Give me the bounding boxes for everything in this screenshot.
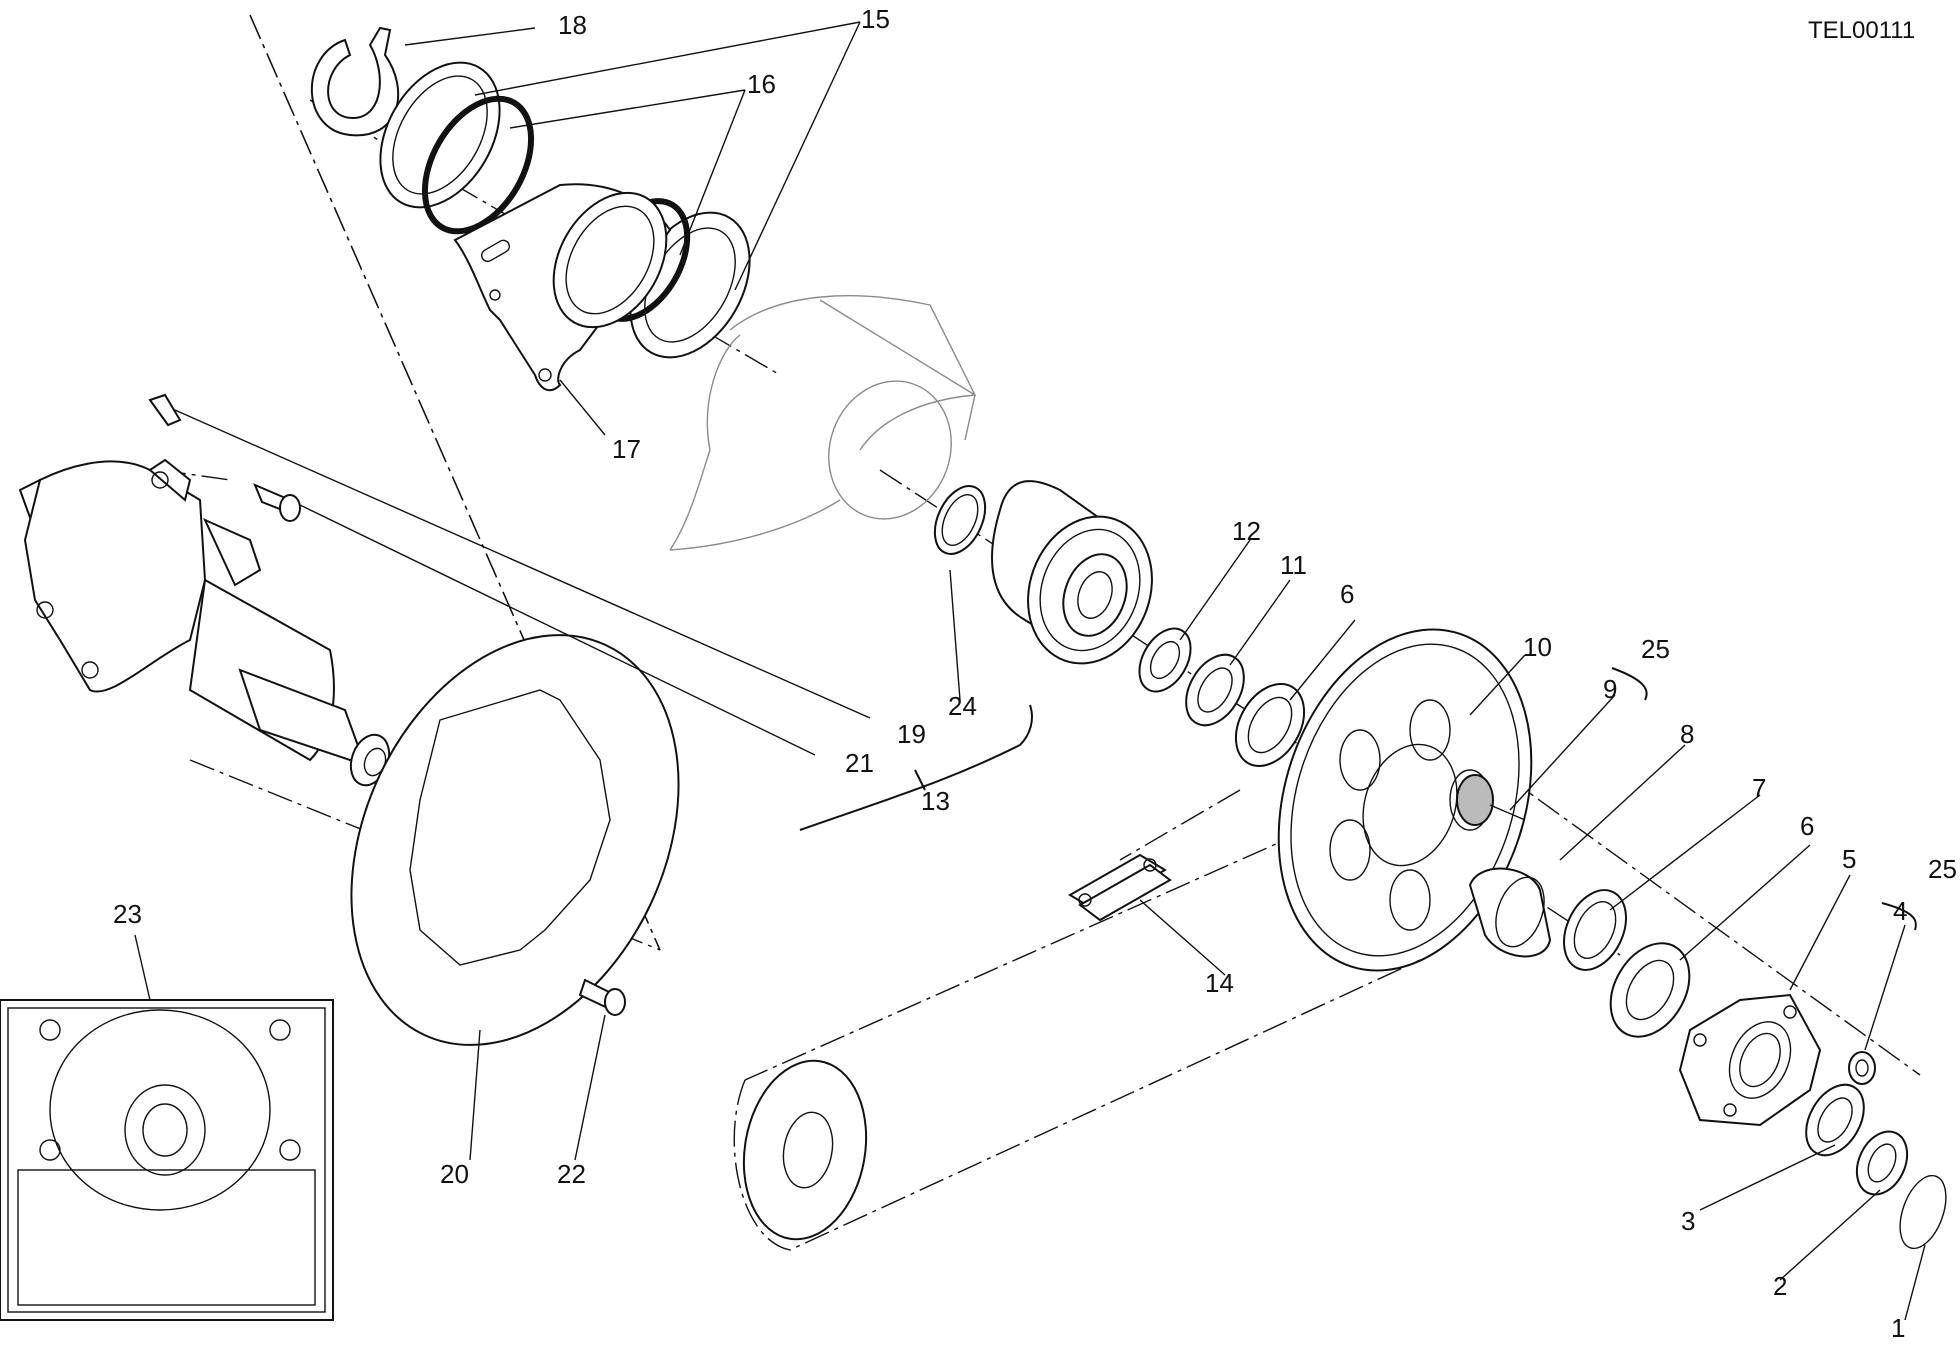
part-22-bolt <box>578 978 626 1016</box>
part-14-chain-link <box>1068 853 1172 922</box>
leader-lines <box>134 21 1926 1321</box>
drawing-code: TEL00111 <box>1808 17 1915 44</box>
part-1-circlip <box>1899 1174 1947 1250</box>
callout-23: 23 <box>113 899 142 929</box>
brace-25 <box>1611 667 1917 931</box>
part-11-split-ring <box>1185 653 1245 727</box>
callout-13: 13 <box>921 786 950 816</box>
part-17-bracket <box>453 183 672 392</box>
callout-16: 16 <box>747 69 776 99</box>
part-9-stud <box>1456 774 1526 826</box>
wheel-hub-axle <box>18 458 391 787</box>
callout-21: 21 <box>845 748 874 778</box>
callout-25-upper: 25 <box>1641 634 1670 664</box>
callout-10: 10 <box>1523 632 1552 662</box>
callout-3: 3 <box>1681 1206 1695 1236</box>
callout-5: 5 <box>1842 844 1856 874</box>
callout-25-lower: 25 <box>1928 854 1957 884</box>
part-21-bolt <box>253 483 301 522</box>
part-2-lock-nut <box>1855 1130 1909 1196</box>
callout-18: 18 <box>558 10 587 40</box>
part-6-spacer-upper <box>1234 683 1306 767</box>
part-5-sprocket-flange <box>1678 993 1822 1127</box>
callout-17: 17 <box>612 434 641 464</box>
part-23-inset-view <box>0 999 334 1321</box>
callout-2: 2 <box>1773 1271 1787 1301</box>
callout-22: 22 <box>557 1159 586 1189</box>
callout-11: 11 <box>1280 550 1307 580</box>
front-sprocket <box>733 959 1421 1251</box>
callout-7: 7 <box>1752 773 1766 803</box>
part-10-rear-sprocket <box>1277 628 1533 972</box>
part-12-washer <box>1138 627 1192 693</box>
part-20-brake-disc <box>350 634 680 1046</box>
callout-9: 9 <box>1603 674 1617 704</box>
callout-1: 1 <box>1891 1313 1905 1343</box>
callout-24: 24 <box>948 691 977 721</box>
callout-6-lower: 6 <box>1800 811 1814 841</box>
part-13-eccentric-hub <box>991 480 1153 665</box>
callout-15: 15 <box>861 4 890 34</box>
callout-4: 4 <box>1893 896 1907 926</box>
callout-19: 19 <box>897 719 926 749</box>
callout-20: 20 <box>440 1159 469 1189</box>
part-24-ring <box>933 485 987 555</box>
part-18-circlip <box>310 26 400 137</box>
part-4-nut <box>1848 1051 1876 1085</box>
callout-numbers: 1 2 3 4 5 6 6 7 8 9 10 11 12 13 14 15 16… <box>113 4 1957 1343</box>
callout-12: 12 <box>1232 516 1261 546</box>
callout-8: 8 <box>1680 719 1694 749</box>
callout-14: 14 <box>1205 968 1234 998</box>
swingarm-outline <box>669 295 977 551</box>
callout-6-upper: 6 <box>1340 579 1354 609</box>
brace-13 <box>799 704 1033 831</box>
part-19-valve <box>148 393 182 427</box>
part-6-spacer-lower <box>1609 942 1691 1038</box>
part-8-bushing <box>1468 867 1552 958</box>
part-3-washer <box>1805 1083 1865 1157</box>
